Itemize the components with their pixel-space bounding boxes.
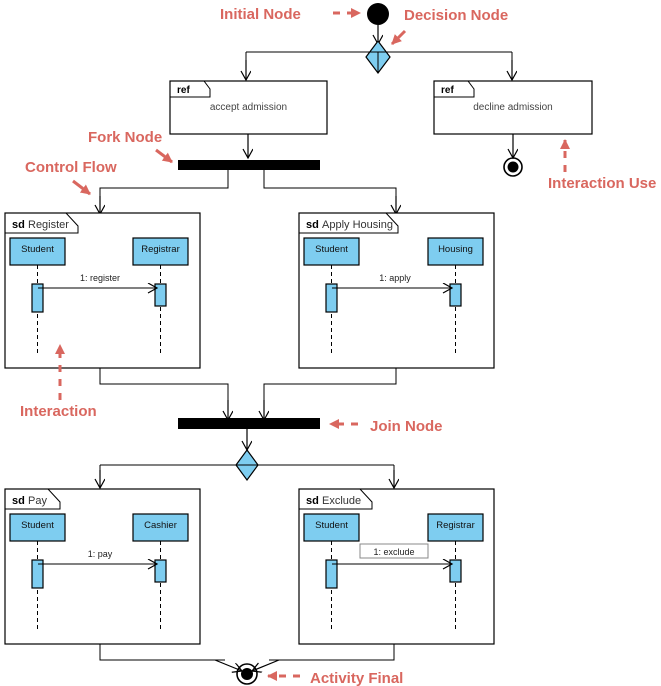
interaction-apply-housing[interactable]: sd Apply Housing Student Housing 1: appl… — [298, 212, 495, 369]
activation-student-apply — [325, 283, 338, 313]
control-flow-register-to-join — [99, 368, 229, 414]
lifeline-label-housing-apply: Housing — [438, 244, 473, 255]
message-label-exclude: 1: exclude — [373, 547, 414, 557]
initial-node — [367, 3, 389, 25]
lifeline-label-registrar-exclude: Registrar — [436, 520, 475, 531]
annotation-fork-node: Fork Node — [88, 129, 162, 146]
activation-registrar-register — [154, 283, 167, 307]
activation-registrar-exclude — [449, 559, 462, 583]
message-label-box-exclude — [359, 543, 429, 559]
annotation-leader-control-flow — [72, 179, 91, 196]
annotation-leader-decision-node — [390, 29, 407, 46]
ref-keyword-accept: ref — [177, 85, 190, 96]
control-flow-fork-right — [263, 170, 397, 210]
activation-student-register — [31, 283, 44, 313]
sd-keyword-apply-housing: sd — [306, 219, 319, 231]
lifeline-head-student-pay — [9, 513, 66, 542]
sd-keyword-exclude: sd — [306, 495, 319, 507]
activation-student-pay — [31, 559, 44, 589]
fork-node — [178, 160, 320, 170]
interaction-exclude[interactable]: sd Exclude Student Registrar 1: exclude — [298, 488, 495, 645]
control-flow-decision-branches — [245, 51, 513, 73]
lifeline-label-student-pay: Student — [21, 520, 54, 531]
annotation-activity-final: Activity Final — [310, 670, 403, 686]
sd-name-register: Register — [28, 219, 69, 231]
interaction-pay[interactable]: sd Pay Student Cashier 1: pay — [4, 488, 201, 645]
lifeline-head-cashier-pay — [132, 513, 189, 542]
ref-name-accept: accept admission — [210, 102, 287, 113]
control-flow-apply-to-join — [263, 368, 397, 414]
lifeline-label-student-register: Student — [21, 244, 54, 255]
annotation-decision-node: Decision Node — [404, 7, 508, 24]
message-label-apply: 1: apply — [379, 273, 411, 283]
lifeline-head-housing-apply — [427, 237, 484, 266]
message-label-register: 1: register — [80, 273, 120, 283]
sd-keyword-register: sd — [12, 219, 25, 231]
sd-name-pay: Pay — [28, 495, 47, 507]
join-node — [178, 418, 320, 429]
lifeline-label-student-exclude: Student — [315, 520, 348, 531]
annotation-initial-node: Initial Node — [220, 6, 301, 23]
sd-name-apply-housing: Apply Housing — [322, 219, 393, 231]
annotation-join-node: Join Node — [370, 418, 443, 435]
activity-final-decline — [503, 157, 523, 177]
sd-keyword-pay: sd — [12, 495, 25, 507]
lifeline-label-student-apply: Student — [315, 244, 348, 255]
sd-name-exclude: Exclude — [322, 495, 361, 507]
lifeline-head-registrar-register — [132, 237, 189, 266]
annotation-leader-fork-node — [155, 148, 173, 164]
activity-final-node — [236, 663, 258, 685]
ref-keyword-decline: ref — [441, 85, 454, 96]
interaction-register[interactable]: sd Register Student Registrar 1: registe… — [4, 212, 201, 369]
control-flow-pay-to-final — [99, 644, 225, 661]
interaction-use-accept-admission[interactable]: ref accept admission — [169, 80, 328, 135]
interaction-use-decline-admission[interactable]: ref decline admission — [433, 80, 593, 135]
annotation-interaction-use: Interaction Use — [548, 175, 656, 192]
activation-student-exclude — [325, 559, 338, 589]
message-label-pay: 1: pay — [88, 549, 113, 559]
control-flow-fork-left — [99, 170, 229, 210]
lifeline-label-cashier-pay: Cashier — [144, 520, 177, 531]
annotation-control-flow: Control Flow — [25, 159, 117, 176]
lifeline-head-student-exclude — [303, 513, 360, 542]
annotation-interaction: Interaction — [20, 403, 97, 420]
control-flow-exclude-to-final — [269, 644, 395, 661]
ref-name-decline: decline admission — [473, 102, 553, 113]
activation-housing-apply — [449, 283, 462, 307]
activation-cashier-pay — [154, 559, 167, 583]
lifeline-label-registrar-register: Registrar — [141, 244, 180, 255]
